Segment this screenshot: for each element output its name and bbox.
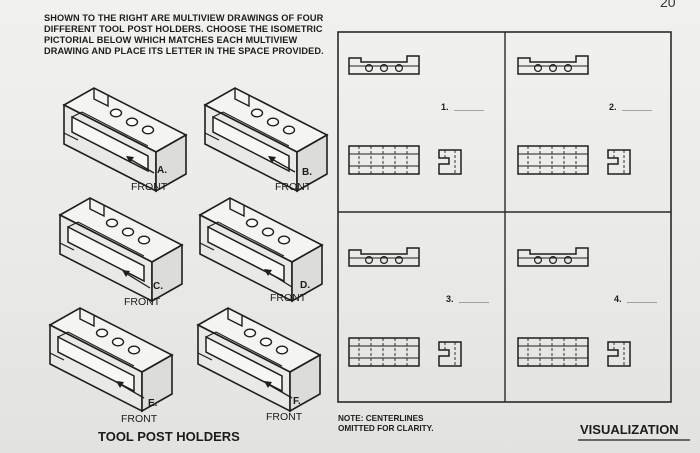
pictorial-letter-a: A. — [157, 165, 167, 176]
section-title: TOOL POST HOLDERS — [98, 429, 240, 444]
answer-3-number: 3. — [446, 294, 454, 304]
front-arrow-a-head — [126, 156, 134, 163]
pictorial-letter-b: B. — [302, 167, 312, 178]
front-arrow-e-head — [116, 381, 124, 388]
pictorial-d — [199, 197, 323, 302]
page-number: 20 — [660, 0, 676, 10]
answer-4-blank[interactable]: ______ — [627, 294, 658, 304]
pictorial-a — [63, 87, 187, 192]
centerline-note: NOTE: CENTERLINES OMITTED FOR CLARITY. — [338, 414, 434, 433]
multiview-4 — [517, 247, 631, 367]
front-label-b: FRONT — [275, 181, 312, 193]
pictorial-e — [49, 307, 173, 412]
pictorial-letter-e: E. — [148, 398, 158, 409]
front-arrow-a — [127, 157, 155, 174]
pictorial-letter-f: F. — [293, 396, 301, 407]
pictorial-c — [59, 197, 183, 302]
front-arrow-c-head — [122, 270, 130, 277]
pictorial-b — [204, 87, 328, 192]
visualization-label: VISUALIZATION — [580, 422, 679, 437]
front-arrow-d-head — [264, 269, 272, 276]
answer-4-number: 4. — [614, 294, 622, 304]
multiview-1 — [348, 55, 462, 175]
multiview-2 — [517, 55, 631, 175]
pictorial-letter-c: C. — [153, 281, 163, 292]
front-arrow-f-head — [264, 381, 272, 388]
multiview-3 — [348, 247, 462, 367]
answer-3-blank[interactable]: ______ — [459, 294, 490, 304]
front-label-f: FRONT — [266, 411, 303, 423]
front-arrow-e — [117, 382, 145, 399]
front-arrow-b-head — [268, 156, 276, 163]
front-label-d: FRONT — [270, 292, 307, 304]
front-arrow-b — [269, 157, 296, 173]
front-label-a: FRONT — [131, 181, 168, 193]
front-label-e: FRONT — [121, 413, 158, 425]
front-label-c: FRONT — [124, 296, 161, 308]
pictorial-f — [197, 307, 321, 412]
answer-2-number: 2. — [609, 102, 617, 112]
front-arrow-d — [265, 270, 293, 288]
front-arrow-f — [265, 382, 293, 399]
answer-1-blank[interactable]: ______ — [454, 102, 485, 112]
front-arrow-c — [123, 271, 151, 289]
pictorial-letter-d: D. — [300, 280, 310, 291]
answer-1-number: 1. — [441, 102, 449, 112]
instructions-text: SHOWN TO THE RIGHT ARE MULTIVIEW DRAWING… — [44, 13, 324, 56]
answer-2-blank[interactable]: ______ — [622, 102, 653, 112]
